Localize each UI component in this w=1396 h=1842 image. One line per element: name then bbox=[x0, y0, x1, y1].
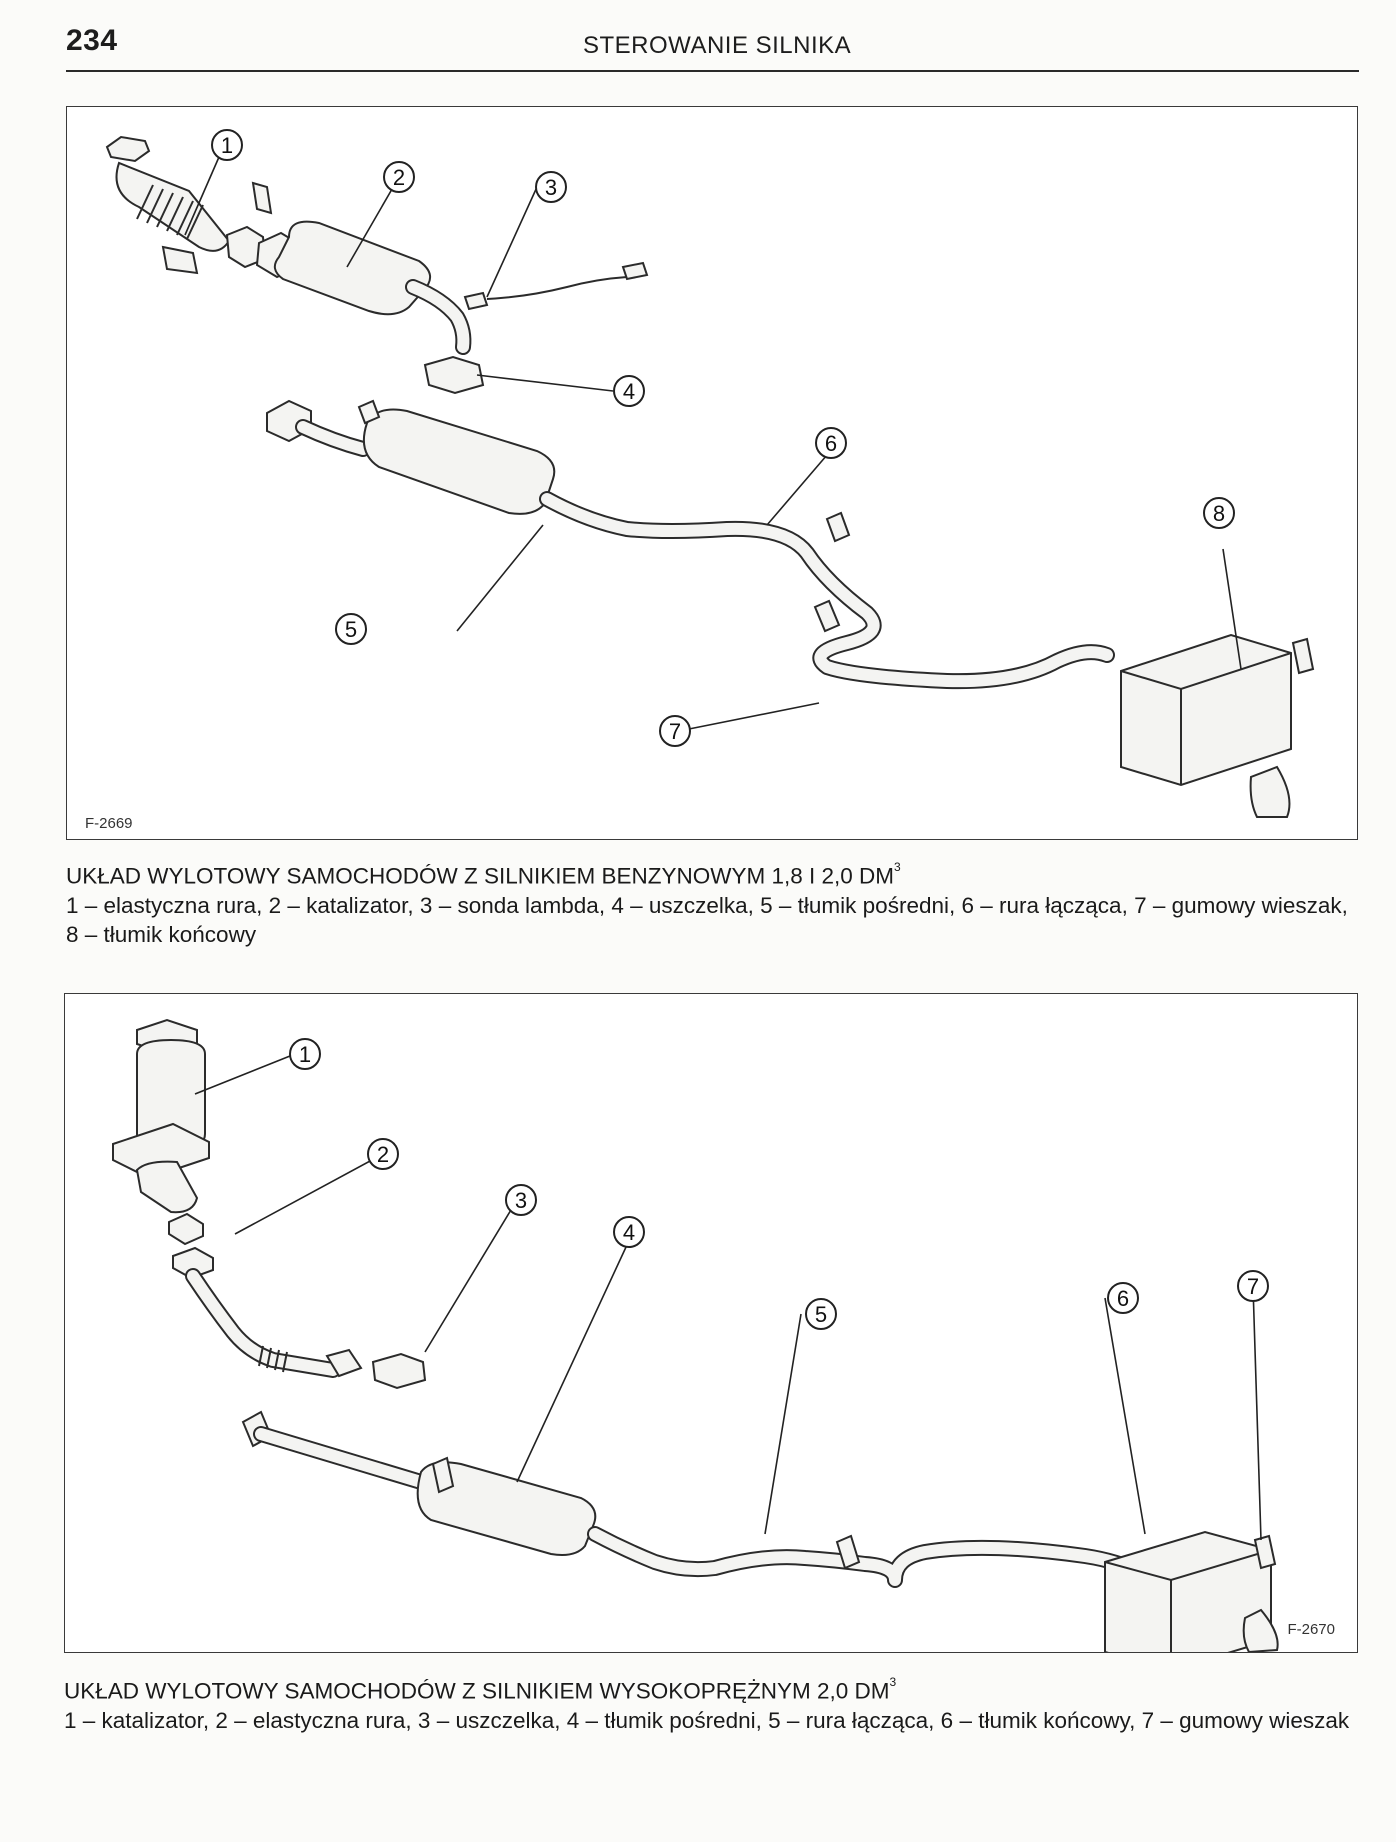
callout-4: 4 bbox=[613, 375, 645, 407]
callout-5: 5 bbox=[805, 1298, 837, 1330]
chapter-title: STEROWANIE SILNIKA bbox=[583, 32, 852, 59]
svg-text:8: 8 bbox=[1213, 501, 1225, 526]
figure-code: F-2670 bbox=[1287, 1621, 1335, 1638]
callout-8: 8 bbox=[1203, 497, 1235, 529]
diesel-exhaust-diagram: 1 2 3 4 5 6 7 bbox=[112, 1018, 1279, 1652]
page-header: 234 STEROWANIE SILNIKA bbox=[66, 22, 1359, 72]
flexible-pipe-drawing bbox=[105, 135, 273, 275]
callout-4: 4 bbox=[613, 1216, 645, 1248]
svg-text:7: 7 bbox=[1247, 1274, 1259, 1299]
callout-7: 7 bbox=[659, 715, 691, 747]
callout-7: 7 bbox=[1237, 1270, 1269, 1302]
svg-text:7: 7 bbox=[669, 719, 681, 744]
intermediate-muffler-drawing bbox=[241, 1410, 597, 1556]
figure-petrol-exhaust: 1 2 3 4 5 6 7 8 F-2669 bbox=[66, 106, 1358, 840]
svg-text:1: 1 bbox=[299, 1042, 311, 1067]
figure-diesel-exhaust: 1 2 3 4 5 6 7 F-2670 bbox=[64, 993, 1358, 1653]
gasket-drawing bbox=[371, 1352, 427, 1390]
connecting-pipe-drawing bbox=[587, 1526, 1163, 1588]
callout-6: 6 bbox=[1107, 1282, 1139, 1314]
gasket-4-drawing bbox=[423, 355, 485, 395]
callout-1: 1 bbox=[289, 1038, 321, 1070]
svg-text:3: 3 bbox=[515, 1188, 527, 1213]
svg-text:4: 4 bbox=[623, 1220, 635, 1245]
page-number: 234 bbox=[66, 24, 118, 57]
rear-muffler-drawing bbox=[1104, 1530, 1279, 1652]
svg-text:5: 5 bbox=[345, 617, 357, 642]
svg-text:6: 6 bbox=[825, 431, 837, 456]
catalyst-drawing bbox=[255, 220, 472, 355]
callout-5: 5 bbox=[335, 613, 367, 645]
figure-1-caption: UKŁAD WYLOTOWY SAMOCHODÓW Z SILNIKIEM BE… bbox=[66, 857, 1366, 949]
svg-text:3: 3 bbox=[545, 175, 557, 200]
callout-6: 6 bbox=[815, 427, 847, 459]
petrol-exhaust-diagram: 1 2 3 4 5 6 7 8 bbox=[105, 129, 1315, 818]
callout-2: 2 bbox=[367, 1138, 399, 1170]
callout-3: 3 bbox=[505, 1184, 537, 1216]
svg-text:1: 1 bbox=[221, 133, 233, 158]
caption-legend: 1 – katalizator, 2 – elastyczna rura, 3 … bbox=[64, 1707, 1350, 1733]
svg-text:5: 5 bbox=[815, 1302, 827, 1327]
svg-text:2: 2 bbox=[377, 1142, 389, 1167]
svg-text:6: 6 bbox=[1117, 1286, 1129, 1311]
catalyst-drawing bbox=[112, 1018, 210, 1246]
connecting-pipe-drawing bbox=[539, 491, 1115, 690]
caption-title: UKŁAD WYLOTOWY SAMOCHODÓW Z SILNIKIEM WY… bbox=[64, 1675, 897, 1704]
svg-text:4: 4 bbox=[623, 379, 635, 404]
caption-legend: 1 – elastyczna rura, 2 – katalizator, 3 … bbox=[66, 892, 1348, 947]
callout-2: 2 bbox=[383, 161, 415, 193]
intermediate-muffler-drawing bbox=[266, 399, 556, 515]
callout-3: 3 bbox=[535, 171, 567, 203]
caption-title: UKŁAD WYLOTOWY SAMOCHODÓW Z SILNIKIEM BE… bbox=[66, 860, 901, 889]
callout-1: 1 bbox=[211, 129, 243, 161]
lambda-sensor-drawing bbox=[463, 261, 649, 311]
figure-code: F-2669 bbox=[85, 815, 133, 832]
svg-text:2: 2 bbox=[393, 165, 405, 190]
figure-2-caption: UKŁAD WYLOTOWY SAMOCHODÓW Z SILNIKIEM WY… bbox=[64, 1672, 1364, 1735]
flexible-pipe-drawing bbox=[172, 1246, 363, 1378]
rear-muffler-drawing bbox=[1120, 633, 1315, 818]
